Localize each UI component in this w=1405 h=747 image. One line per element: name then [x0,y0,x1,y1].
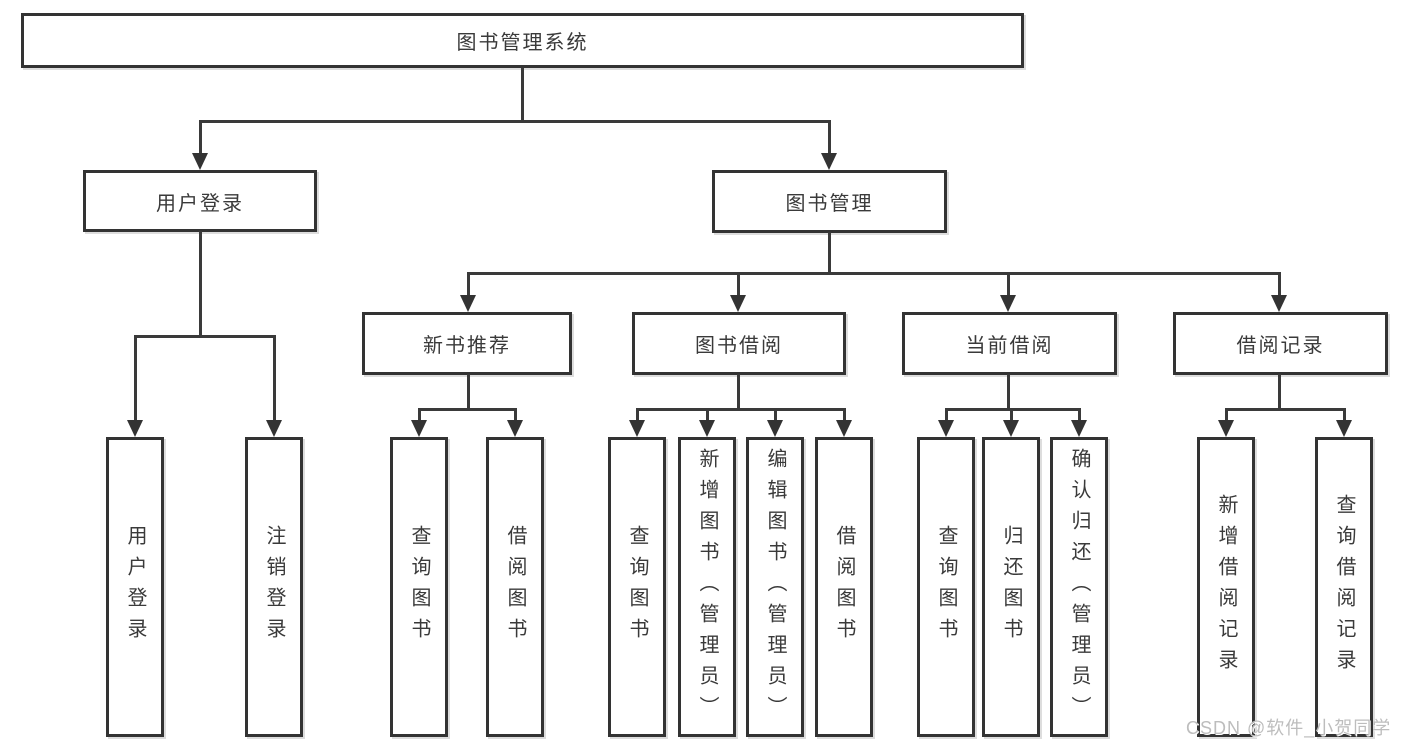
node-label: 借阅记录 [1236,335,1325,357]
connector-line [418,408,421,423]
arrow-down-icon [836,420,852,437]
connector-line [828,120,831,156]
connector-line [737,272,740,298]
connector-line [134,335,276,338]
arrow-down-icon [1218,420,1234,437]
arrow-down-icon [699,420,715,437]
connector-line [467,272,470,298]
connector-line [843,408,846,423]
node-library-management-system: 图书管理系统 [21,13,1024,68]
leaf-nb-borrow-book: 借阅图书 [486,437,544,737]
arrow-down-icon [938,420,954,437]
leaf-label: 借阅图书 [833,525,855,649]
connector-line [418,408,517,411]
connector-line [828,232,831,274]
leaf-label: 编辑图书（管理员） [764,447,786,727]
connector-line [1007,374,1010,410]
connector-line [273,335,276,423]
leaf-label: 用户登录 [124,525,146,649]
leaf-bb-borrow-book: 借阅图书 [815,437,873,737]
leaf-bb-add-book-admin: 新增图书（管理员） [678,437,736,737]
connector-line [1278,374,1281,410]
connector-line [945,408,948,423]
node-label: 当前借阅 [965,335,1054,357]
leaf-label: 查询图书 [626,525,648,649]
connector-line [1078,408,1081,423]
connector-line [1007,272,1010,298]
csdn-watermark: CSDN @软件_小贺同学 [1186,718,1392,738]
connector-line [1225,408,1346,411]
arrow-down-icon [192,153,208,170]
connector-line [199,231,202,336]
connector-line [945,408,1081,411]
leaf-label: 注销登录 [263,525,285,649]
arrow-down-icon [821,153,837,170]
node-user-login: 用户登录 [83,170,317,232]
connector-line [737,374,740,410]
connector-line [1343,408,1346,423]
arrow-down-icon [266,420,282,437]
connector-line [521,68,524,121]
arrow-down-icon [730,295,746,312]
leaf-cb-return-book: 归还图书 [982,437,1040,737]
node-label: 图书管理系统 [456,32,589,54]
connector-line [1010,408,1013,423]
connector-line [514,408,517,423]
connector-line [199,120,831,123]
arrow-down-icon [1336,420,1352,437]
connector-line [467,272,1281,275]
connector-line [199,120,202,156]
node-book-borrowing: 图书借阅 [632,312,846,375]
node-label: 新书推荐 [423,335,511,357]
leaf-label: 归还图书 [1000,525,1022,649]
connector-line [1278,272,1281,298]
connector-line [636,408,639,423]
leaf-label: 新增图书（管理员） [696,447,718,727]
arrow-down-icon [1071,420,1087,437]
leaf-cb-query-book: 查询图书 [917,437,975,737]
leaf-bb-query-book: 查询图书 [608,437,666,737]
arrow-down-icon [411,420,427,437]
leaf-label: 借阅图书 [504,525,526,649]
node-borrowing-records: 借阅记录 [1173,312,1388,375]
node-book-management: 图书管理 [712,170,947,233]
leaf-cb-confirm-return-admin: 确认归还（管理员） [1050,437,1108,737]
leaf-logout: 注销登录 [245,437,303,737]
connector-line [636,408,846,411]
leaf-user-login: 用户登录 [106,437,164,737]
connector-line [467,374,470,410]
node-new-book-recommendation: 新书推荐 [362,312,572,375]
leaf-label: 新增借阅记录 [1215,494,1237,680]
arrow-down-icon [507,420,523,437]
arrow-down-icon [629,420,645,437]
leaf-label: 查询借阅记录 [1333,494,1355,680]
node-label: 图书管理 [785,193,874,215]
leaf-bb-edit-book-admin: 编辑图书（管理员） [746,437,804,737]
arrow-down-icon [1271,295,1287,312]
node-label: 用户登录 [156,192,244,215]
connector-line [706,408,709,423]
node-label: 图书借阅 [695,335,783,357]
leaf-label: 查询图书 [935,525,957,649]
leaf-br-query-borrow-record: 查询借阅记录 [1315,437,1373,737]
leaf-label: 确认归还（管理员） [1068,447,1090,727]
node-current-borrowing: 当前借阅 [902,312,1117,375]
arrow-down-icon [1003,420,1019,437]
arrow-down-icon [767,420,783,437]
arrow-down-icon [127,420,143,437]
arrow-down-icon [460,295,476,312]
arrow-down-icon [1000,295,1016,312]
leaf-nb-query-book: 查询图书 [390,437,448,737]
leaf-label: 查询图书 [408,525,430,649]
connector-line [1225,408,1228,423]
connector-line [134,335,137,423]
connector-line [774,408,777,423]
leaf-br-add-borrow-record: 新增借阅记录 [1197,437,1255,737]
